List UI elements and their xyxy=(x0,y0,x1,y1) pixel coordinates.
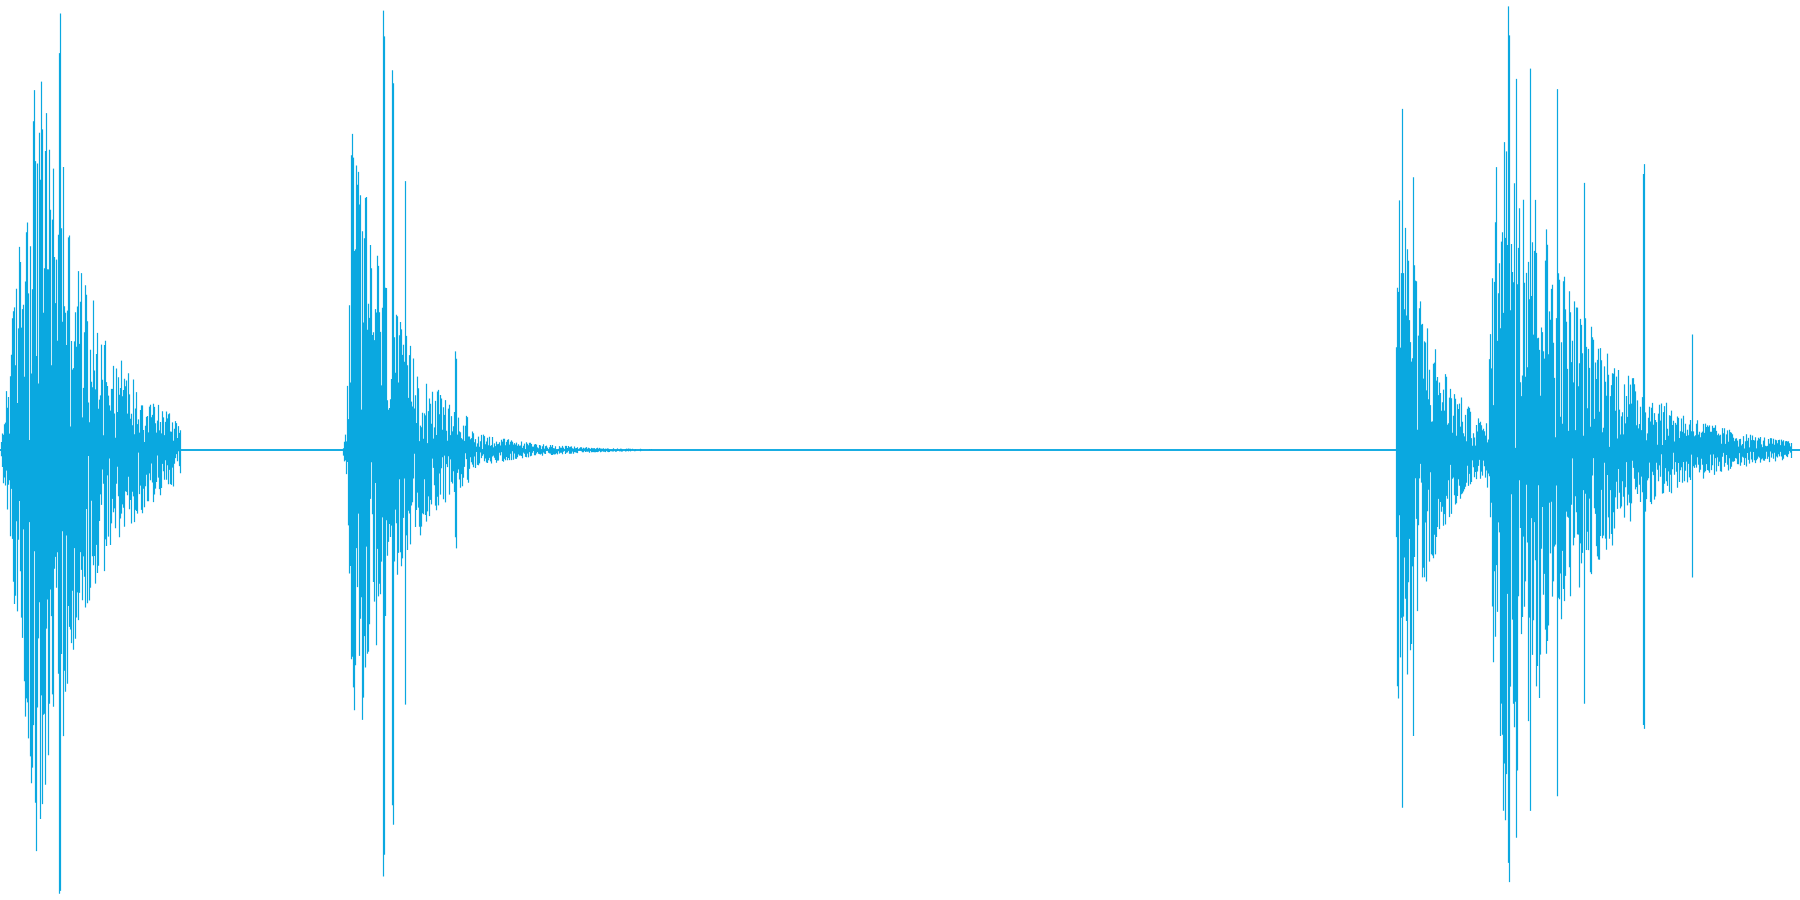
waveform-trace xyxy=(0,6,1800,894)
waveform-samples xyxy=(0,6,1800,894)
